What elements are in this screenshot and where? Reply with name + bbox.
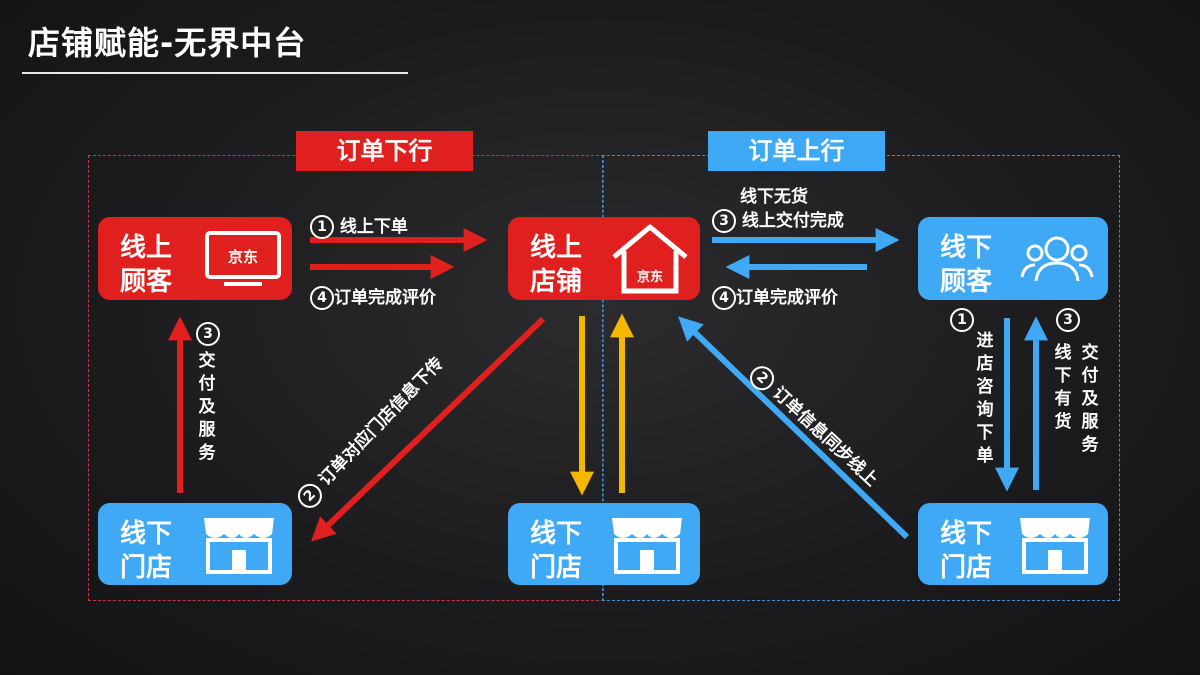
online-store-logo: 京东	[637, 269, 663, 285]
offline-store-left-node: 线下门店	[98, 503, 292, 585]
order-up-tag: 订单上行	[708, 131, 885, 171]
store-icon	[204, 518, 274, 574]
offline-customer-line2: 顾客	[940, 267, 993, 297]
page-title: 店铺赋能-无界中台	[28, 24, 307, 62]
house-icon: 京东	[612, 224, 688, 294]
step-in-stock-service: 交付及服务	[1081, 343, 1099, 455]
title-underline	[22, 72, 408, 74]
offline-store-mid-line2: 门店	[530, 553, 583, 583]
online-store-line1: 线上	[530, 233, 583, 263]
offline-store-right-line2: 门店	[940, 553, 993, 583]
order-down-tag: 订单下行	[296, 131, 473, 171]
online-customer-line1: 线上	[120, 233, 173, 263]
offline-store-mid-line1: 线下	[530, 519, 583, 549]
arrow-dispatch	[311, 316, 546, 542]
online-customer-node: 线上顾客 京东	[98, 217, 292, 300]
online-store-line2: 店铺	[530, 267, 583, 297]
online-customer-logo: 京东	[228, 248, 258, 266]
online-customer-line2: 顾客	[120, 267, 173, 297]
step-in-stock-text: 线下有货	[1054, 343, 1072, 432]
step-visit-text: 进店咨询下单	[976, 331, 994, 466]
offline-store-mid-node: 线下门店	[508, 503, 700, 585]
offline-customer-line1: 线下	[940, 233, 993, 263]
people-icon	[1020, 236, 1094, 282]
offline-store-right-line1: 线下	[940, 519, 993, 549]
step-in-stock-label: 3	[1056, 308, 1080, 332]
step-no-stock-label: 线下无货 3 线上交付完成	[712, 185, 844, 233]
online-store-node: 线上店铺 京东	[508, 217, 700, 300]
tv-icon: 京东	[205, 231, 281, 286]
offline-store-left-line2: 门店	[120, 553, 173, 583]
step-deliver-left-label: 3 交付及服务	[196, 322, 220, 465]
store-icon	[612, 518, 682, 574]
step-visit-label: 1	[950, 308, 974, 332]
step-place-order-label: 1 线上下单	[310, 212, 408, 239]
store-icon	[1020, 518, 1090, 574]
offline-customer-node: 线下顾客	[918, 217, 1108, 300]
arrow-sync	[678, 316, 910, 540]
offline-store-right-node: 线下门店	[918, 503, 1108, 585]
offline-store-left-line1: 线下	[120, 519, 173, 549]
